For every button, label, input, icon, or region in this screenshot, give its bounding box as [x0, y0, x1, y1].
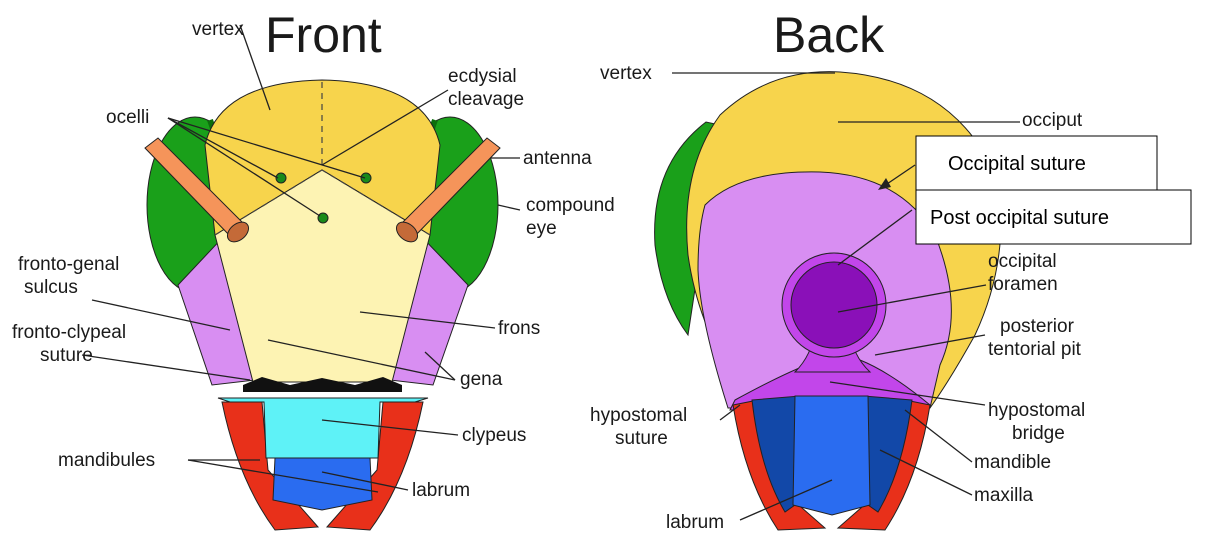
front-fronto-clypeal-band: [243, 377, 402, 392]
back-title: Back: [773, 7, 885, 63]
front-view: Front vertex ecdysial cleavage ocelli an…: [12, 7, 615, 530]
occipital-suture-box-text: Occipital suture: [948, 153, 1086, 175]
back-label-occipital: occipital: [988, 251, 1057, 272]
front-label-fronto-genal: fronto-genal: [18, 254, 119, 275]
front-label-fronto-clypeal: fronto-clypeal: [12, 322, 126, 343]
front-label-compound: compound: [526, 195, 615, 216]
back-label-vertex: vertex: [600, 63, 652, 84]
back-label-tentorial-pit: tentorial pit: [988, 339, 1082, 360]
front-label-labrum: labrum: [412, 480, 470, 501]
back-label-mandible: mandible: [974, 452, 1051, 473]
front-label-ocelli: ocelli: [106, 107, 149, 128]
front-label-mandibules: mandibules: [58, 450, 155, 471]
back-label-posterior: posterior: [1000, 316, 1075, 337]
front-label-suture: suture: [40, 345, 93, 366]
back-label-maxilla: maxilla: [974, 485, 1034, 506]
back-view: Occipital suture Post occipital suture B…: [590, 7, 1191, 533]
back-label-occiput: occiput: [1022, 110, 1083, 131]
front-labrum: [273, 458, 372, 510]
front-label-antenna: antenna: [523, 148, 592, 169]
front-label-sulcus: sulcus: [24, 277, 78, 298]
front-label-vertex: vertex: [192, 19, 244, 40]
back-label-hypostomal-suture: hypostomal: [590, 405, 687, 426]
front-label-frons: frons: [498, 318, 540, 339]
back-label-suture: suture: [615, 428, 668, 449]
front-label-cleavage: cleavage: [448, 89, 524, 110]
back-label-hypostomal: hypostomal: [988, 400, 1085, 421]
back-occipital-foramen: [791, 262, 877, 348]
front-label-ecdysial: ecdysial: [448, 66, 517, 87]
front-label-eye: eye: [526, 218, 557, 239]
back-label-labrum: labrum: [666, 512, 724, 533]
front-label-clypeus: clypeus: [462, 425, 526, 446]
front-ocellus-right: [361, 173, 371, 183]
front-title: Front: [265, 7, 382, 63]
back-label-bridge: bridge: [1012, 423, 1065, 444]
post-occipital-suture-box-text: Post occipital suture: [930, 207, 1109, 229]
back-labrum: [793, 396, 870, 515]
back-label-foramen: foramen: [988, 274, 1058, 295]
front-ocellus-center: [318, 213, 328, 223]
front-label-gena: gena: [460, 369, 503, 390]
